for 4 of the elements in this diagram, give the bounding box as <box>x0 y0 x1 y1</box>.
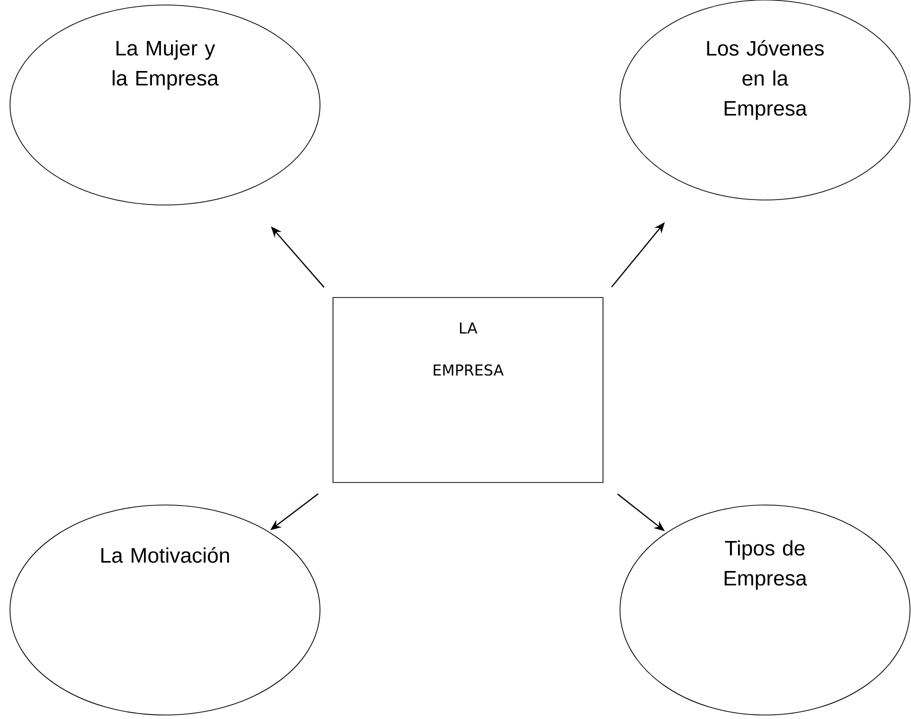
process-box: LA EMPRESA <box>332 297 604 483</box>
ellipse-node: Tipos de Empresa <box>620 504 910 716</box>
ellipse-node: La Motivación <box>10 504 320 716</box>
ellipse-node: La Mujer y la Empresa <box>10 4 320 206</box>
